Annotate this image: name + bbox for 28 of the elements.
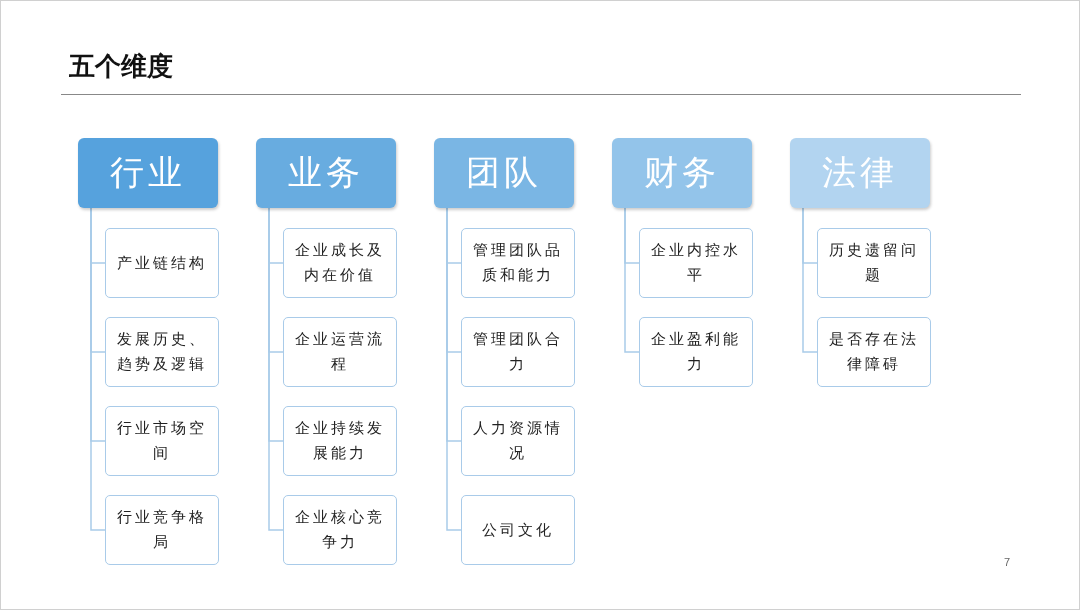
item-box: 行业市场空间 [105,406,219,476]
connector-line [446,207,462,531]
page-number: 7 [1004,556,1011,568]
item-box: 是否存在法律障碍 [817,317,931,387]
connector-line [268,207,284,531]
item-box: 历史遗留问题 [817,228,931,298]
item-box: 企业核心竞争力 [283,495,397,565]
item-box: 企业盈利能力 [639,317,753,387]
item-box: 发展历史、趋势及逻辑 [105,317,219,387]
item-box: 企业内控水平 [639,228,753,298]
item-box: 产业链结构 [105,228,219,298]
slide-title: 五个维度 [69,50,173,83]
item-box: 公司文化 [461,495,575,565]
item-box: 人力资源情况 [461,406,575,476]
item-box: 管理团队合力 [461,317,575,387]
category-header: 法律 [790,138,930,208]
item-box: 管理团队品质和能力 [461,228,575,298]
category-header: 行业 [78,138,218,208]
item-box: 企业持续发展能力 [283,406,397,476]
category-header: 团队 [434,138,574,208]
category-header: 业务 [256,138,396,208]
item-box: 行业竞争格局 [105,495,219,565]
item-box: 企业成长及内在价值 [283,228,397,298]
connector-line [802,207,818,353]
item-box: 企业运营流程 [283,317,397,387]
connector-line [90,207,106,531]
connector-line [624,207,640,353]
category-header: 财务 [612,138,752,208]
